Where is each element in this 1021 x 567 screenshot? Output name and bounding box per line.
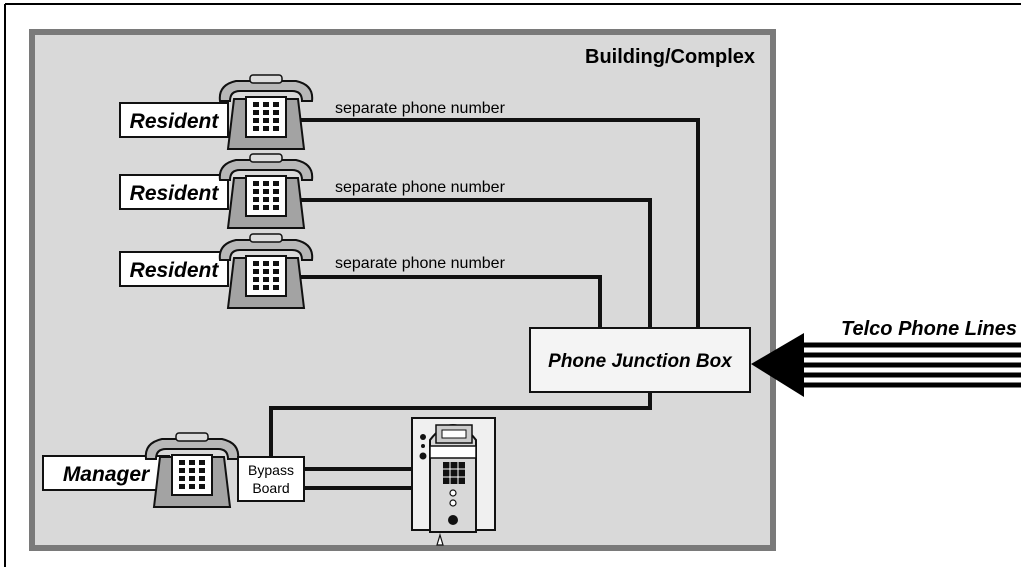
- telco-label: Telco Phone Lines: [841, 318, 1017, 340]
- line-label: separate phone number: [335, 100, 506, 117]
- telephone-icon: [218, 153, 314, 229]
- telco-lines: [795, 342, 1021, 388]
- resident-label: Resident: [130, 110, 220, 133]
- resident-label-box: [119, 102, 229, 138]
- telco-arrow-icon: [751, 333, 804, 397]
- phone-junction-box: [529, 327, 751, 393]
- manager-label-box: [42, 455, 170, 491]
- telephone-icon: [144, 432, 240, 508]
- resident-row: Resident separate phone number: [119, 233, 506, 309]
- building-label: Building/Complex: [585, 46, 755, 68]
- bypass-board-line1: Bypass: [248, 462, 294, 478]
- intercom-panel-icon: [411, 417, 496, 546]
- line-label: separate phone number: [335, 255, 506, 272]
- manager-label: Manager: [63, 463, 151, 486]
- resident-label: Resident: [130, 259, 220, 282]
- resident-label-box: [119, 174, 229, 210]
- resident-label-box: [119, 251, 229, 287]
- telephone-icon: [218, 233, 314, 309]
- line-label: separate phone number: [335, 179, 506, 196]
- bypass-board-line2: Board: [252, 480, 289, 496]
- resident-row: Resident separate phone number: [119, 153, 506, 229]
- resident-label: Resident: [130, 182, 220, 205]
- junction-box-label: Phone Junction Box: [548, 351, 733, 372]
- wiring: [269, 118, 700, 490]
- resident-row: Resident separate phone number: [119, 74, 506, 150]
- bypass-board: [237, 456, 305, 502]
- telephone-icon: [218, 74, 314, 150]
